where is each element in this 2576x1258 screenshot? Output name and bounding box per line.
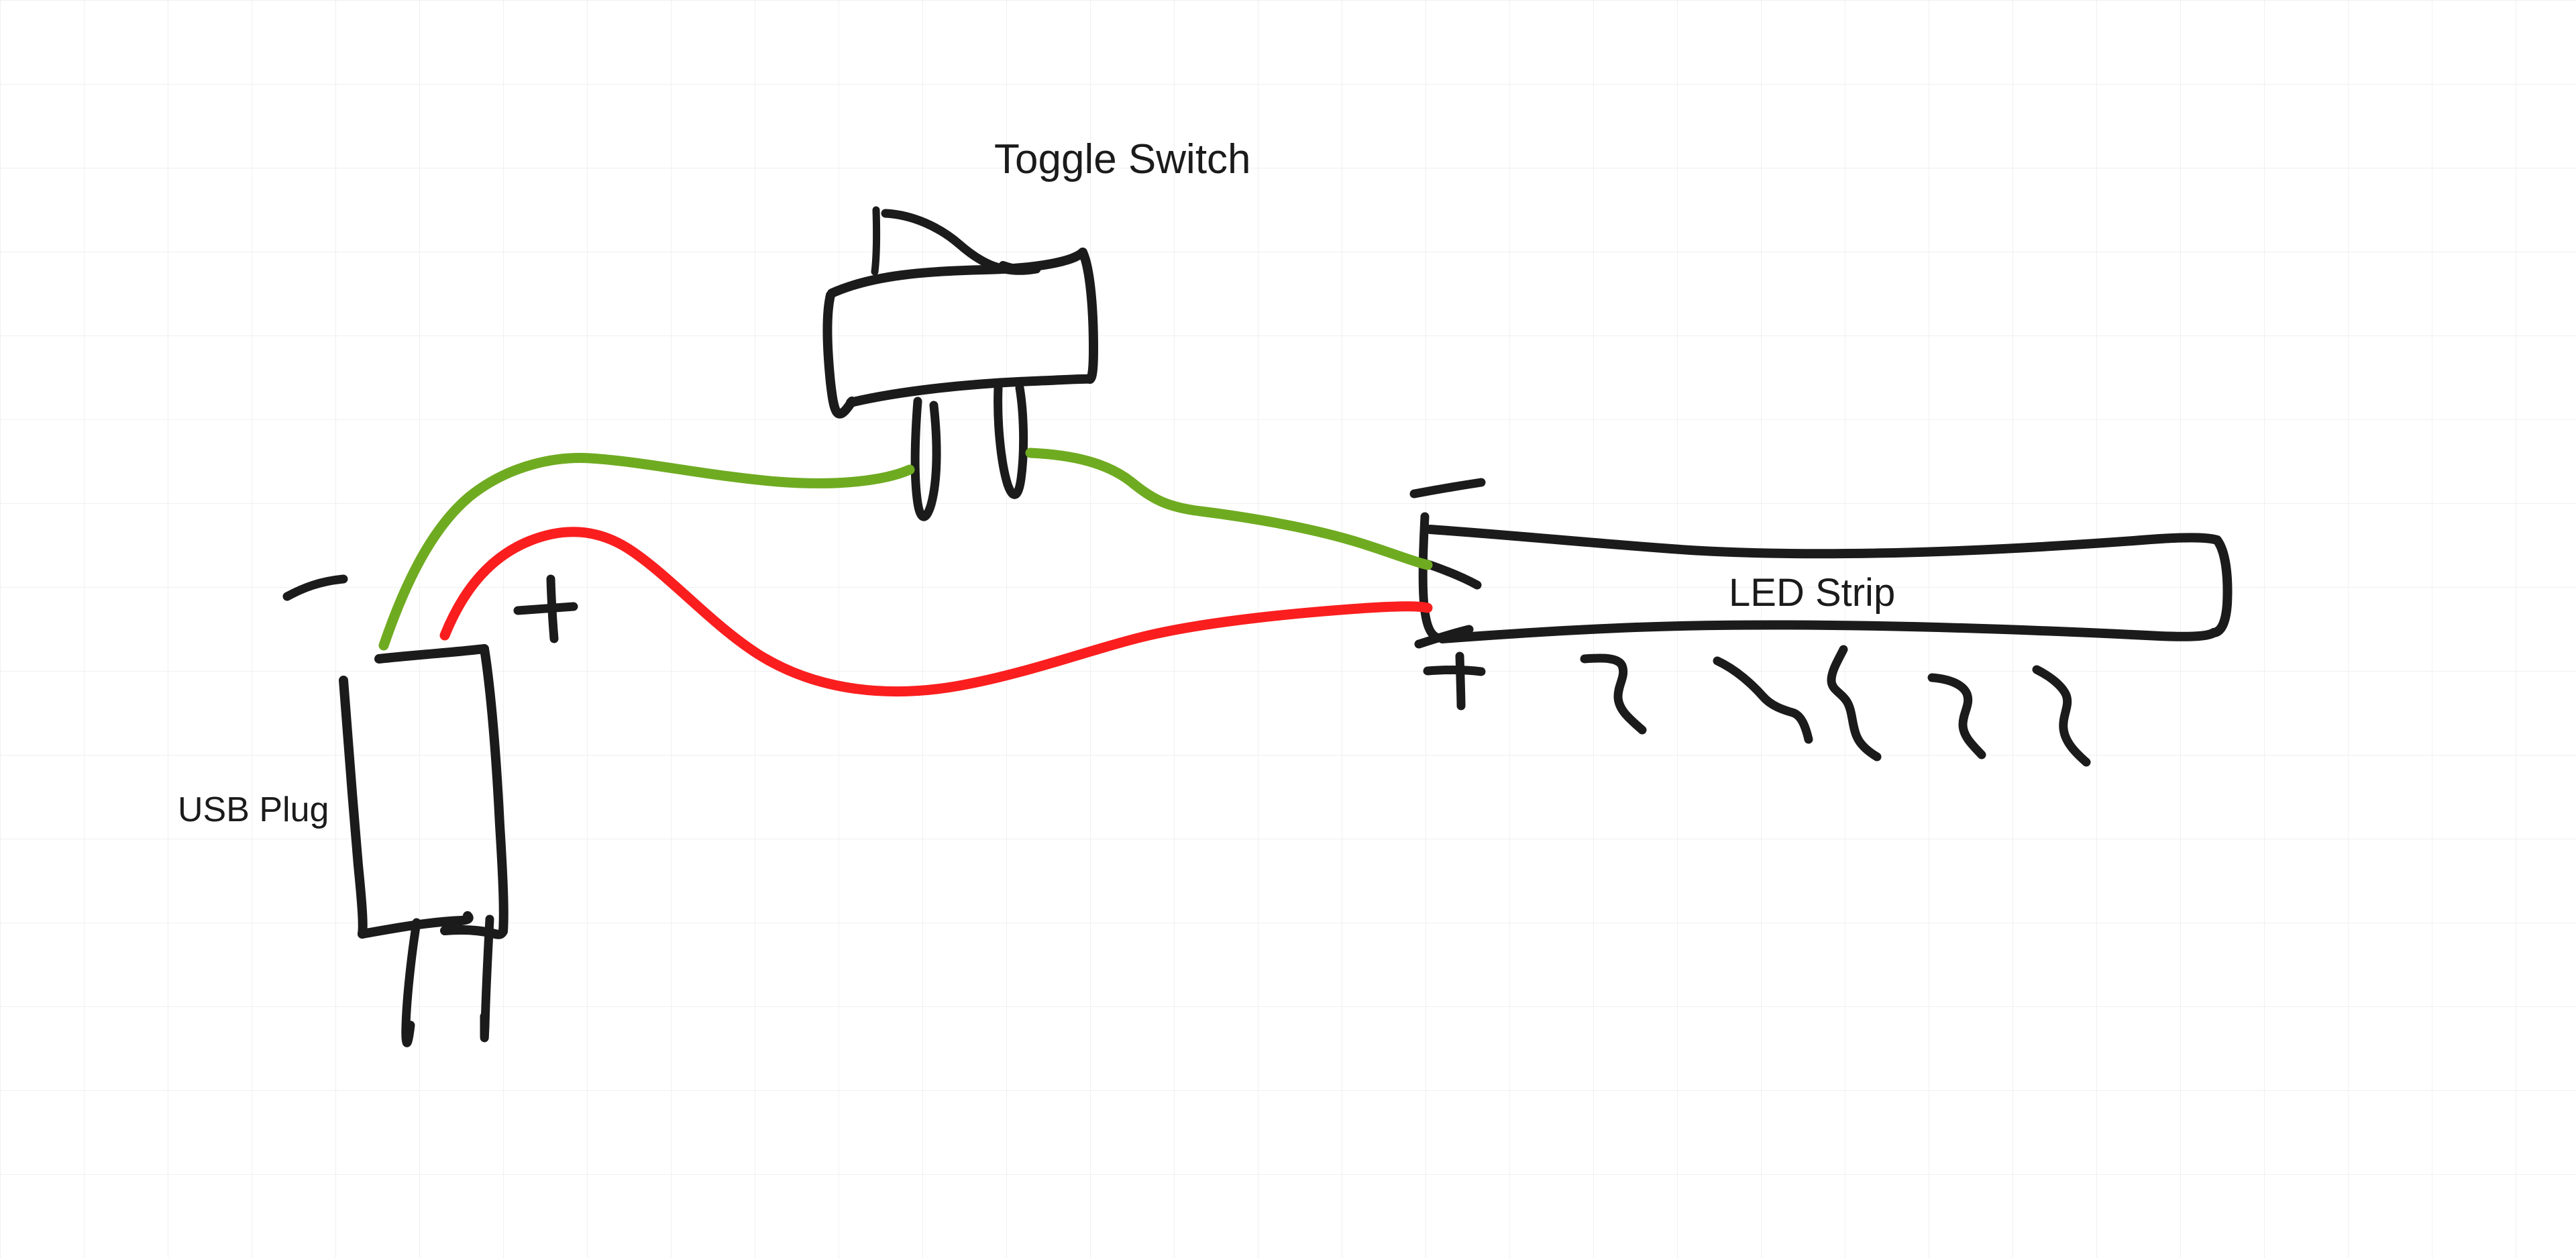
usb-positive-mark-vertical <box>546 574 559 643</box>
toggle-body-bottom <box>846 374 1095 407</box>
led-body-top <box>1426 525 2222 559</box>
wire-negative-segment-switch-to-led[interactable] <box>1025 448 1433 570</box>
toggle-lever-post <box>871 206 881 276</box>
wiring-layer <box>378 448 1433 696</box>
usb-plug-label: USB Plug <box>178 790 329 829</box>
usb-body-bottom-right <box>440 925 508 939</box>
usb-body-top <box>374 644 489 664</box>
led-body-right <box>2209 535 2233 637</box>
led-light-ray-5 <box>2032 665 2091 767</box>
usb-plug-component[interactable]: USB Plug <box>178 574 578 1047</box>
led-strip-component[interactable]: LED Strip <box>1409 478 2233 767</box>
usb-body-bottom <box>358 911 474 939</box>
led-light-ray-4 <box>1927 673 1986 759</box>
led-positive-mark-vertical <box>1455 651 1466 711</box>
toggle-switch-component[interactable]: Toggle Switch <box>822 136 1251 521</box>
led-strip-label: LED Strip <box>1729 571 1895 615</box>
led-body-bottom <box>1438 620 2218 643</box>
wire-negative-segment-usb-to-switch[interactable] <box>378 453 915 651</box>
usb-positive-mark-horizontal <box>513 602 578 615</box>
led-light-ray-1 <box>1580 653 1647 735</box>
toggle-body-top <box>827 248 1087 298</box>
usb-prong-right <box>480 914 494 1043</box>
led-light-ray-3 <box>1827 645 1882 762</box>
toggle-right-leg <box>994 383 1028 499</box>
usb-prong-left <box>401 918 421 1047</box>
toggle-left-leg <box>910 397 941 521</box>
led-positive-mark-horizontal <box>1423 666 1486 676</box>
usb-body-right <box>480 644 508 936</box>
toggle-body-left <box>822 291 857 419</box>
toggle-body-right <box>1078 248 1098 384</box>
wire-positive[interactable] <box>439 527 1433 696</box>
toggle-lever-arm <box>881 209 1041 275</box>
usb-body-left <box>339 676 368 939</box>
led-light-ray-2 <box>1713 656 1813 744</box>
led-left-endcap <box>1418 512 1442 642</box>
led-negative-mark <box>1409 478 1486 499</box>
toggle-switch-label: Toggle Switch <box>994 136 1251 182</box>
usb-negative-mark <box>282 574 348 601</box>
